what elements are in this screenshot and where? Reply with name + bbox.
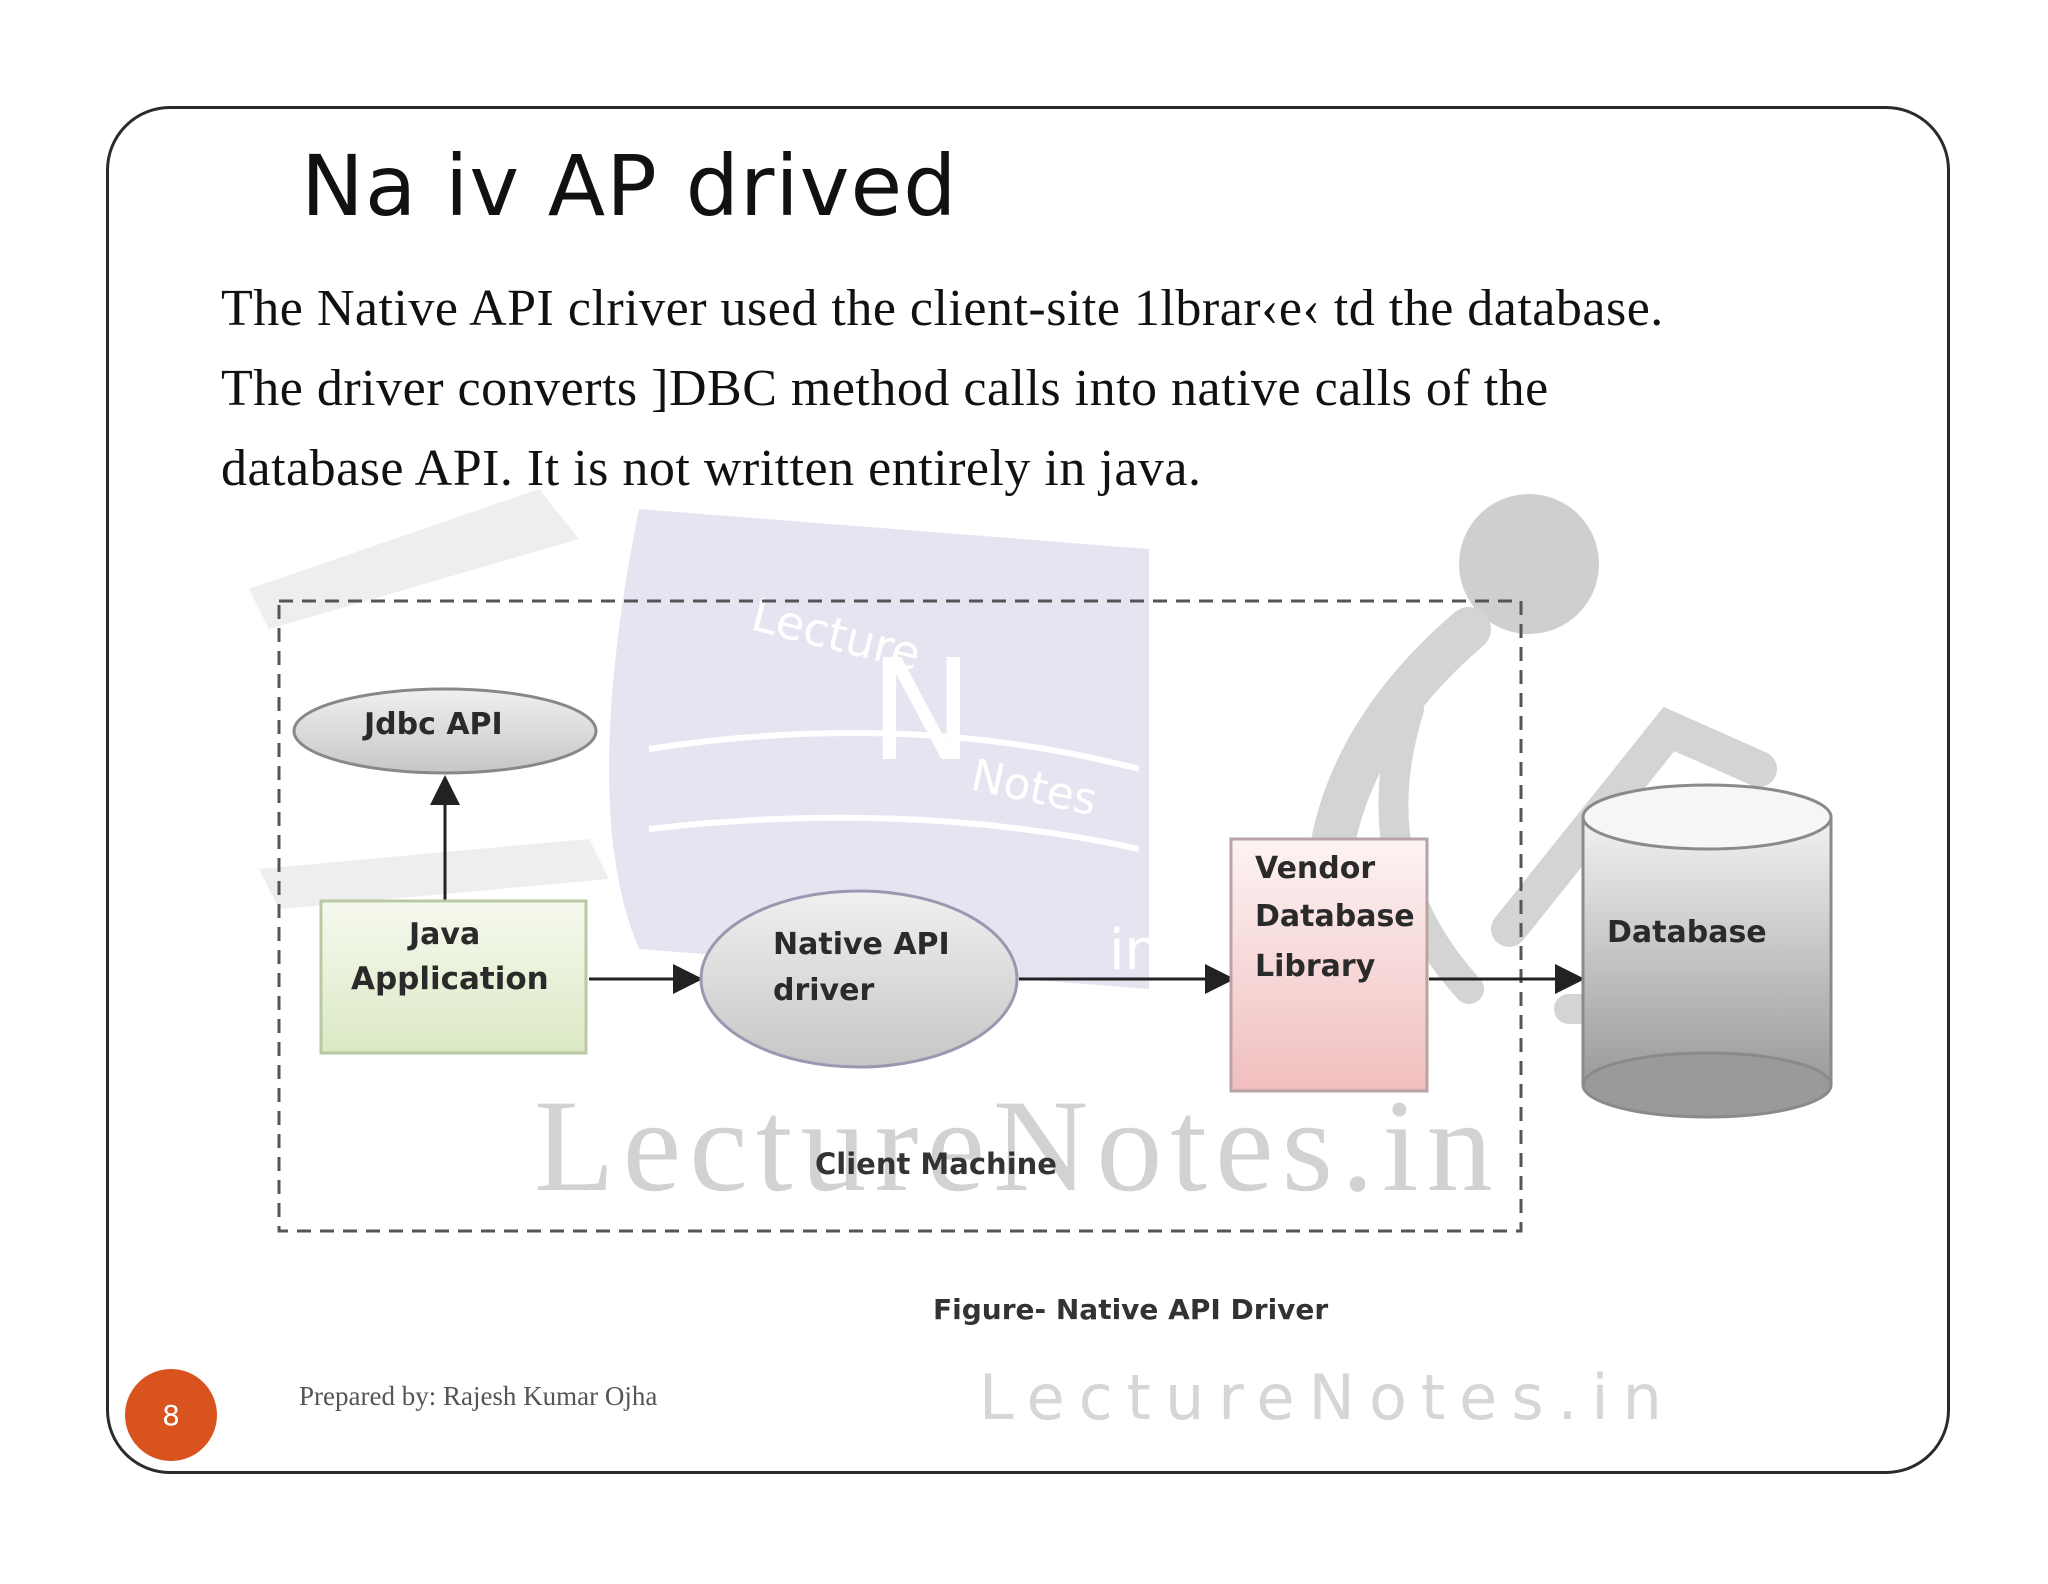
client-machine-boundary bbox=[277, 599, 1523, 1233]
body-line: The driver converts ]DBC method calls in… bbox=[221, 360, 1549, 417]
figure-caption: Figure- Native API Driver bbox=[933, 1293, 1329, 1326]
body-paragraph: The Native API clriver used the client-s… bbox=[221, 269, 1901, 509]
body-line: The Native API clriver used the client-s… bbox=[221, 280, 1664, 337]
database-cylinder bbox=[1581, 783, 1833, 1119]
vendor-library-label-line2: Database bbox=[1255, 899, 1415, 934]
page-number-badge: 8 bbox=[125, 1369, 217, 1461]
native-api-driver-label-line1: Native API bbox=[773, 927, 950, 962]
watermark-word-in: in bbox=[1109, 918, 1160, 983]
author-credit: Prepared by: Rajesh Kumar Ojha bbox=[299, 1381, 658, 1411]
native-api-driver-label-line2: driver bbox=[773, 973, 875, 1008]
jdbc-api-oval bbox=[292, 687, 598, 775]
watermark-letter: N bbox=[869, 630, 974, 793]
java-application-label-line2: Application bbox=[351, 961, 549, 997]
native-api-driver-oval bbox=[699, 889, 1019, 1069]
vendor-library-label-line3: Library bbox=[1255, 949, 1376, 984]
java-application-label-line1: Java bbox=[409, 917, 481, 952]
vendor-library-label-line1: Vendor bbox=[1255, 851, 1376, 886]
body-line: database API. It is not written entirely… bbox=[221, 440, 1202, 497]
slide: N Lecture Notes in Na iv AP drived The N… bbox=[106, 106, 1950, 1474]
vendor-library-box bbox=[1229, 837, 1429, 1093]
watermark-text: LectureNotes.in bbox=[534, 1072, 1501, 1219]
database-label: Database bbox=[1607, 915, 1767, 950]
footer-watermark: LectureNotes.in bbox=[979, 1361, 1676, 1434]
jdbc-api-label: Jdbc API bbox=[364, 707, 503, 742]
slide-title: Na iv AP drived bbox=[301, 137, 958, 235]
architecture-diagram bbox=[277, 599, 1833, 1233]
java-application-box bbox=[319, 899, 588, 1055]
client-machine-label: Client Machine bbox=[815, 1147, 1057, 1181]
